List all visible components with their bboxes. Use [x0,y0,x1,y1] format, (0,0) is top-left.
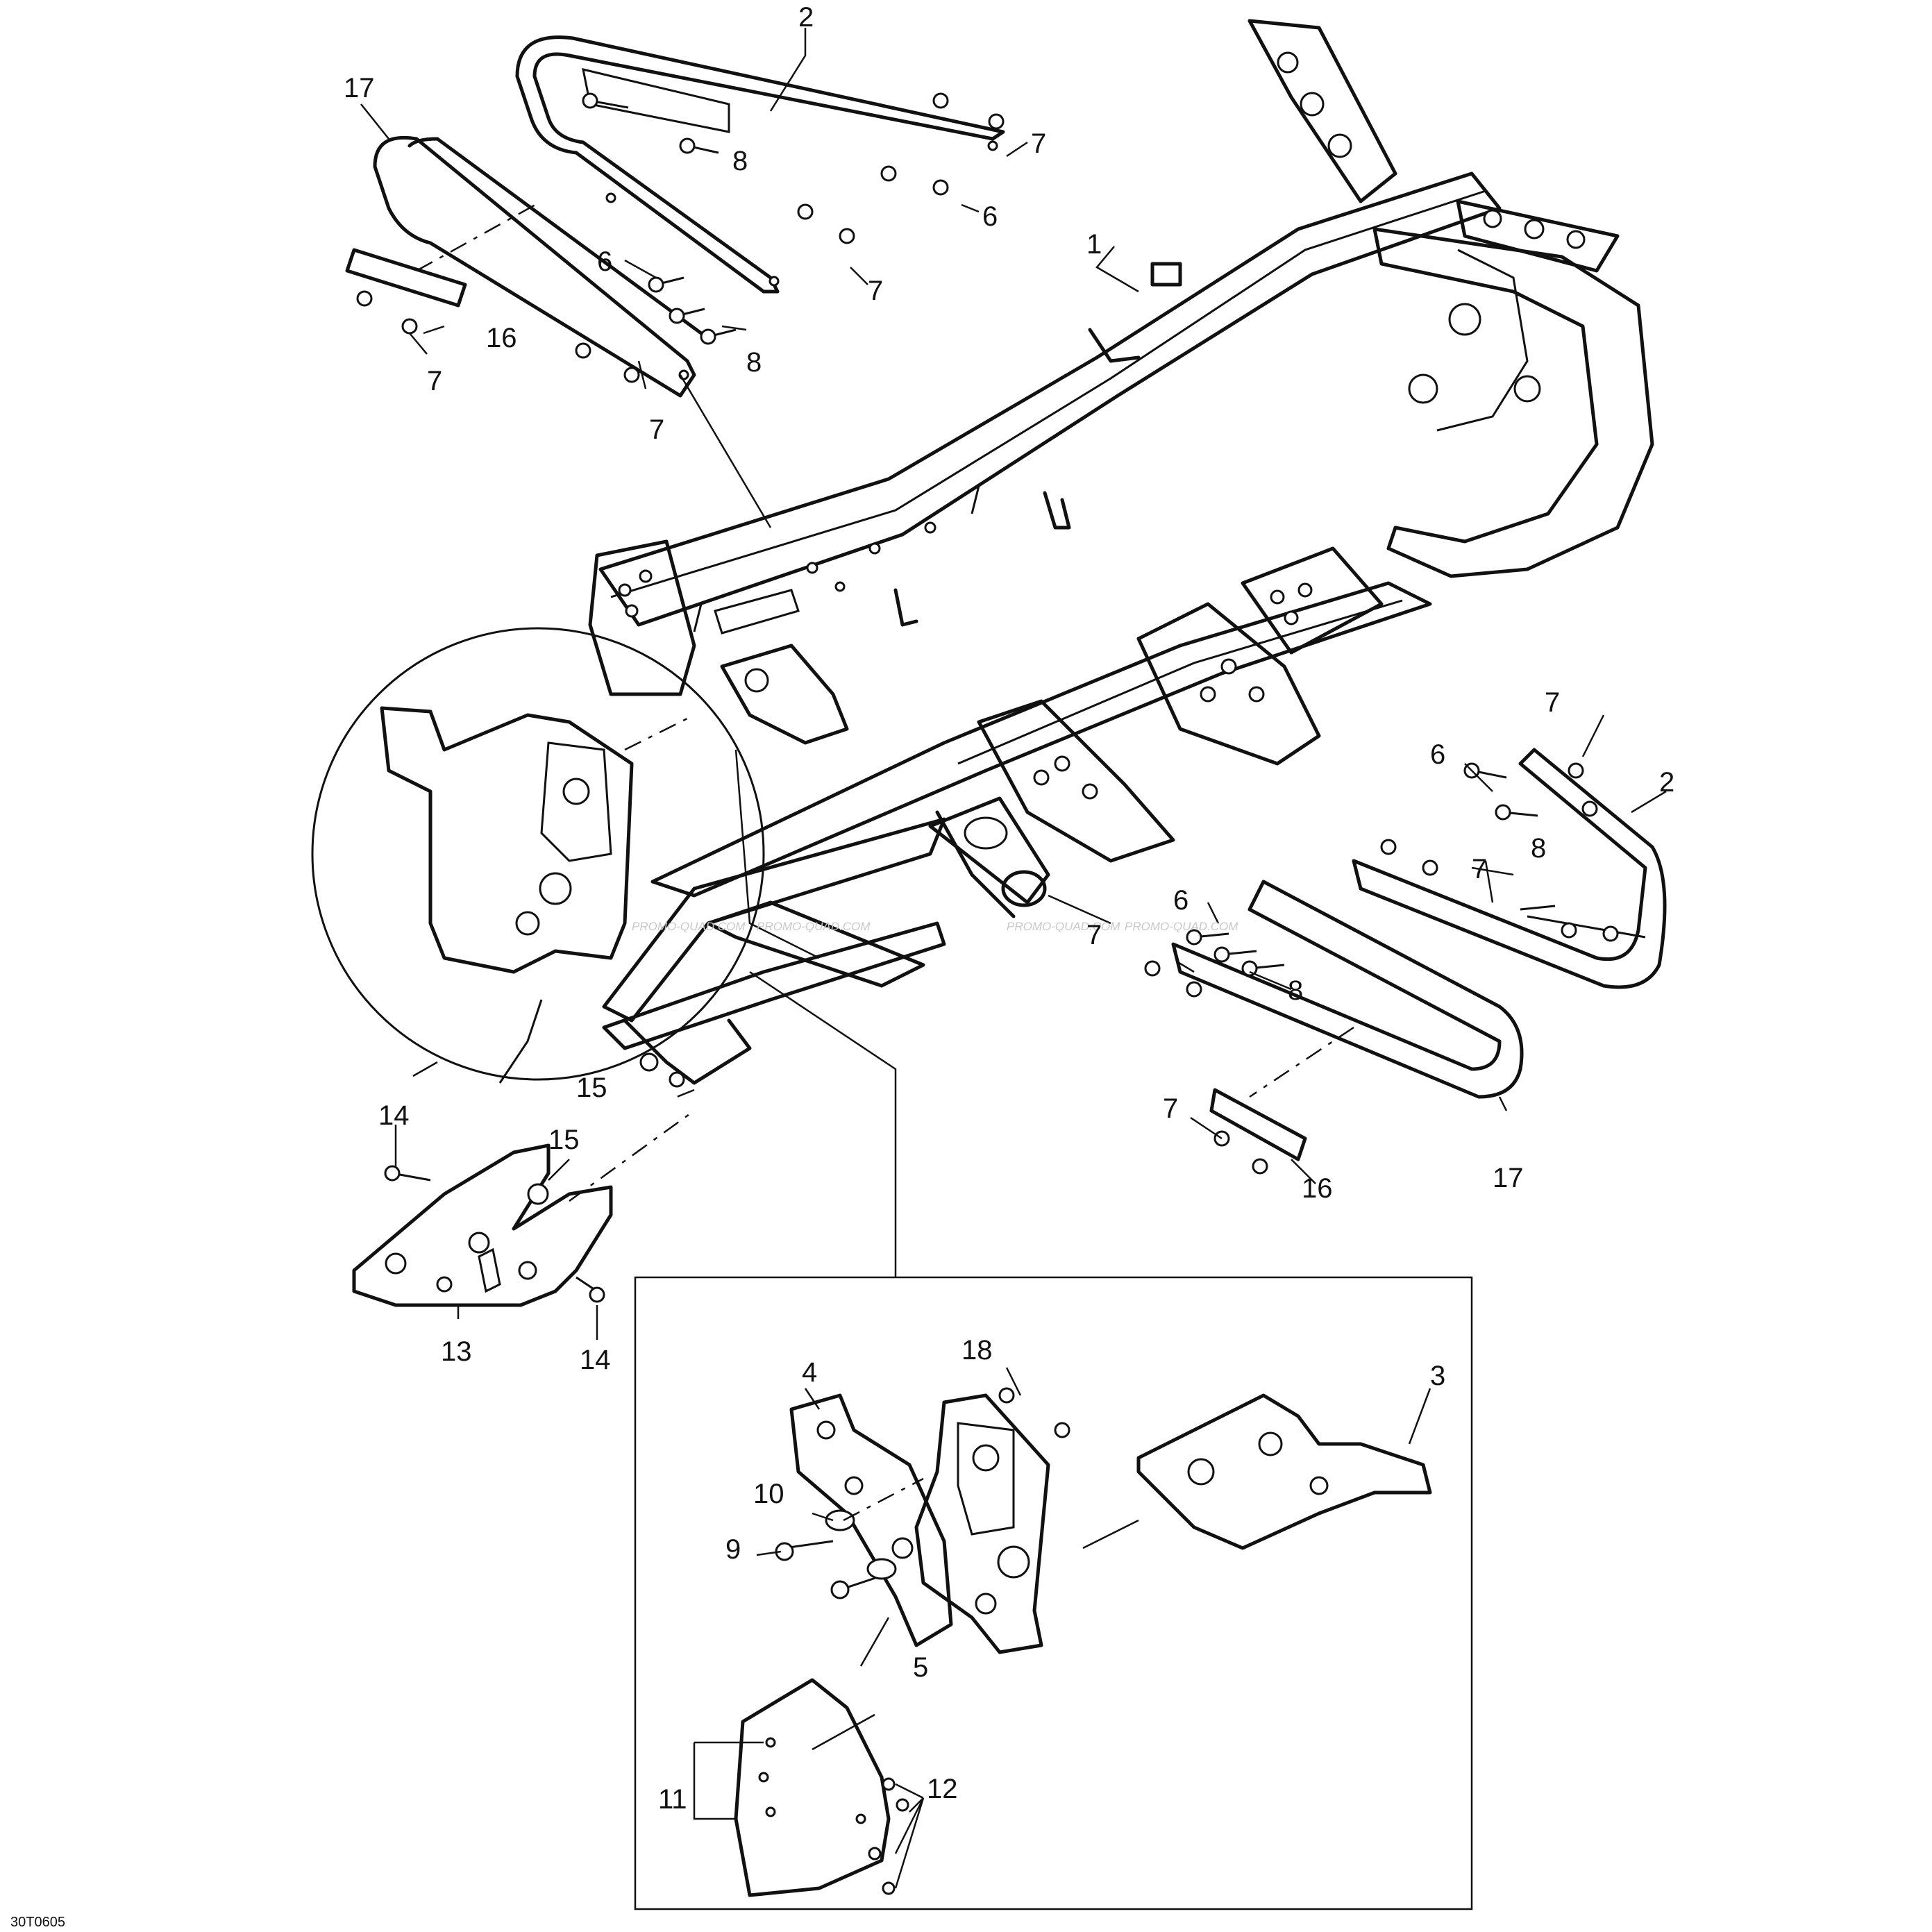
bracket-16-lower [1209,1088,1307,1161]
callout-15-b: 15 [548,1125,580,1155]
callout-8-a: 8 [732,146,748,176]
leader-lines [360,28,1667,1340]
front-bumper-17-lower [1171,880,1524,1099]
watermark-2: PROMO-QUAD.COM [757,920,871,933]
callout-6-c: 6 [1430,739,1445,770]
callout-6-a: 6 [982,201,998,232]
callout-14-b: 14 [580,1345,611,1375]
callout-8-b: 8 [746,347,762,378]
callout-18: 18 [961,1335,993,1366]
callout-4: 4 [802,1357,817,1388]
callout-16-bottom: 16 [1302,1173,1333,1204]
watermark-1: PROMO-QUAD.COM [632,920,746,933]
callout-5: 5 [913,1652,928,1683]
callout-9: 9 [725,1534,741,1565]
callout-14-a: 14 [378,1100,410,1131]
rear-bumper-2-upper [515,35,1005,294]
callout-1: 1 [1086,229,1102,260]
callout-7-c: 7 [427,366,442,396]
callout-13: 13 [441,1336,472,1367]
callout-3: 3 [1430,1361,1445,1391]
callout-17-top: 17 [344,73,375,103]
detail-circle [311,627,765,1081]
callout-7-b: 7 [868,276,883,306]
watermark-4: PROMO-QUAD.COM [1125,920,1238,933]
bracket-13 [352,999,695,1307]
callout-8-c: 8 [1531,833,1546,864]
front-bumper-2-lower [1352,748,1667,989]
upper-hardware [356,92,1005,383]
main-frame [588,19,1654,1088]
rear-bumper-17-upper [373,135,703,398]
callout-labels: 2 17 7 8 6 1 6 7 16 8 7 7 7 6 2 7 8 6 7 … [10,2,1674,1930]
watermark-3: PROMO-QUAD.COM [1007,920,1120,933]
inset-box [634,1276,1473,1910]
callout-7-e: 7 [1545,687,1560,718]
callout-7-f: 7 [1472,854,1487,884]
callout-7-a: 7 [1031,128,1046,159]
callout-17-bottom: 17 [1493,1163,1524,1193]
callout-7-h: 7 [1163,1093,1178,1124]
callout-2-top: 2 [798,2,814,33]
callout-11: 11 [658,1784,687,1815]
bracket-16-upper [345,200,542,308]
callout-6-b: 6 [597,246,612,277]
reference-code: 30T0605 [10,1915,65,1930]
callout-7-d: 7 [649,414,664,445]
callout-12: 12 [927,1774,958,1804]
callout-2-bottom: 2 [1659,767,1674,798]
callout-15-a: 15 [576,1073,607,1103]
callout-6-d: 6 [1173,885,1188,916]
callout-10: 10 [753,1479,784,1509]
callout-7-g: 7 [1086,920,1102,950]
callout-16-top: 16 [486,323,517,353]
callout-8-d: 8 [1288,975,1303,1006]
